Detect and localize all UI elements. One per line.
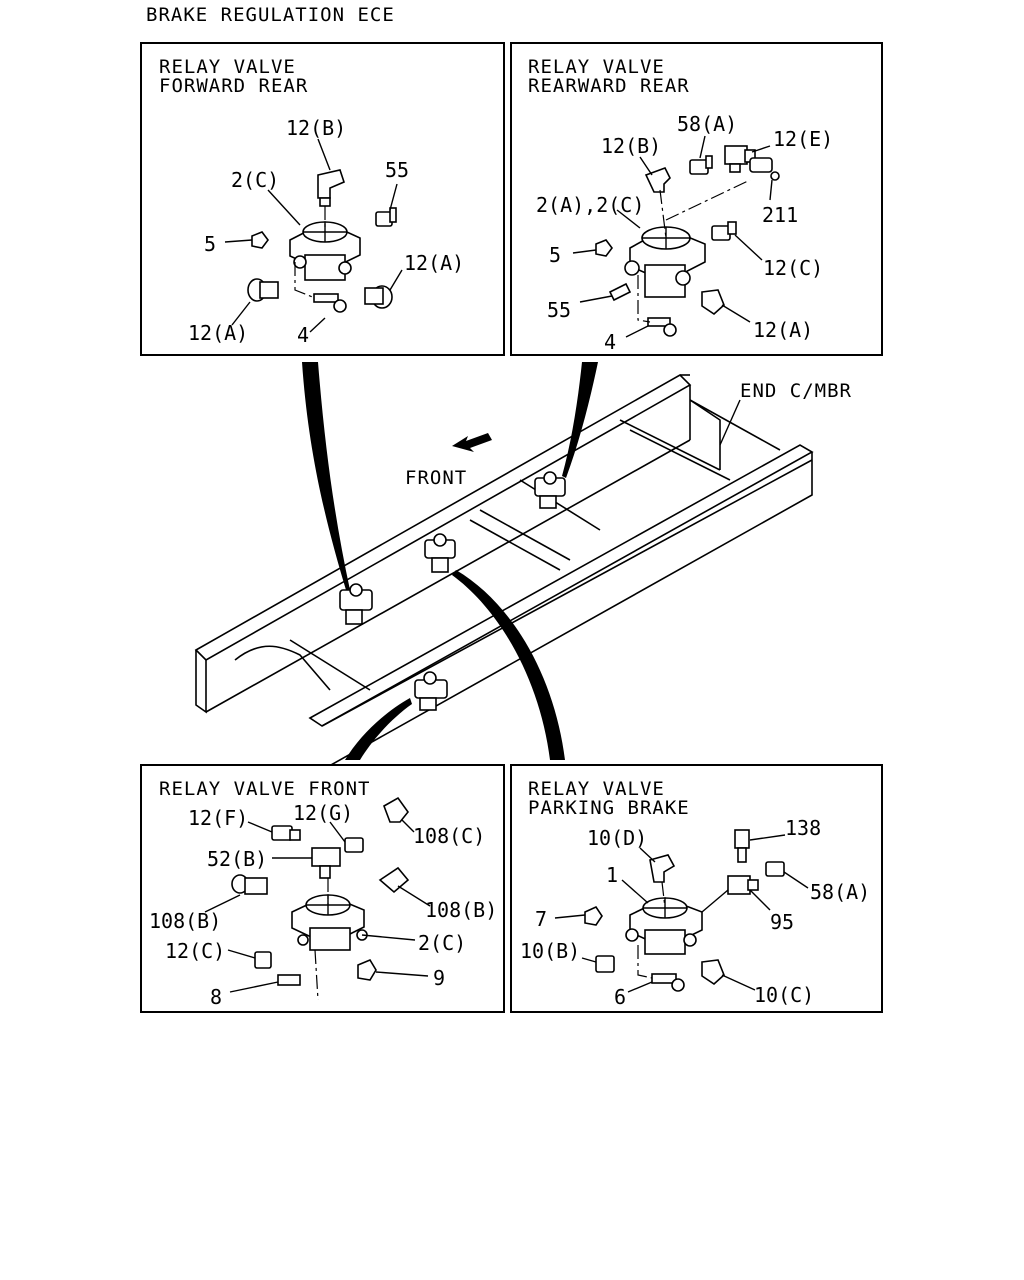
plug-58a (765, 861, 785, 877)
label-108c: 108(C) (413, 824, 485, 848)
panel-rearward-rear: RELAY VALVE REARWARD REAR (510, 42, 883, 356)
panel-title-line1: RELAY VALVE FRONT (159, 778, 370, 800)
panel-parking-brake: RELAY VALVE PARKING BRAKE (510, 764, 883, 1013)
nut-5 (251, 231, 269, 249)
callout-wedge-rearward-rear (562, 362, 598, 478)
plug-55 (608, 282, 632, 302)
fitting-10b (595, 955, 615, 973)
label-12c: 12(C) (763, 256, 823, 280)
end-cross-member-label: END C/MBR (740, 380, 852, 402)
frame-valve-rear (534, 471, 566, 509)
label-10b: 10(B) (520, 939, 580, 963)
panel-title-line2: PARKING BRAKE (528, 797, 690, 819)
label-6: 6 (614, 985, 626, 1009)
page-title: BRAKE REGULATION ECE (146, 4, 395, 26)
plug-138 (734, 829, 750, 863)
label-12e: 12(E) (773, 127, 833, 151)
label-108b-right: 108(B) (425, 898, 497, 922)
nut-5 (595, 239, 613, 257)
fitting-12c (254, 951, 272, 969)
label-10c: 10(C) (754, 983, 814, 1007)
label-1: 1 (606, 863, 618, 887)
frame-valve-forward (339, 583, 373, 625)
label-12c: 12(C) (165, 939, 225, 963)
chassis-frame (194, 374, 814, 771)
label-8: 8 (210, 985, 222, 1009)
plug-55 (375, 207, 397, 227)
label-108b-left: 108(B) (149, 909, 221, 933)
label-12a-right: 12(A) (404, 251, 464, 275)
plug-12g (344, 837, 364, 853)
bolt-4 (313, 293, 347, 313)
bolt-6 (651, 973, 685, 992)
label-138: 138 (785, 816, 821, 840)
label-12a-left: 12(A) (188, 321, 248, 345)
bolt-8 (277, 974, 301, 986)
label-5: 5 (549, 243, 561, 267)
label-211: 211 (762, 203, 798, 227)
front-label: FRONT (405, 467, 467, 489)
panel-title-line1: RELAY VALVE (528, 778, 665, 800)
nut-7 (584, 905, 603, 926)
label-5: 5 (204, 232, 216, 256)
elbow-fitting-12a (701, 289, 725, 316)
elbow-fitting-10d (649, 854, 676, 883)
label-58a: 58(A) (677, 112, 737, 136)
panel-title-line1: RELAY VALVE (159, 56, 296, 78)
label-58a: 58(A) (810, 880, 870, 904)
elbow-fitting-108c (383, 796, 410, 823)
plug-58a (689, 155, 713, 175)
fitting-12a-left (247, 278, 279, 302)
panel-title-line1: RELAY VALVE (528, 56, 665, 78)
label-12b: 12(B) (286, 116, 346, 140)
relay-valve-body (624, 226, 706, 298)
label-55: 55 (547, 298, 571, 322)
tee-fitting-52b (311, 847, 341, 879)
elbow-fitting-12b (317, 169, 345, 207)
fitting-12a-right (364, 285, 393, 309)
label-52b: 52(B) (207, 847, 267, 871)
front-arrow-icon (452, 433, 492, 452)
label-12g: 12(G) (293, 801, 353, 825)
label-4: 4 (297, 323, 309, 347)
label-12b: 12(B) (601, 134, 661, 158)
relay-valve-body (625, 897, 703, 955)
label-2c: 2(C) (418, 931, 466, 955)
panel-title-line2: FORWARD REAR (159, 75, 308, 97)
label-55: 55 (385, 158, 409, 182)
fitting-108b-right (378, 866, 410, 894)
fitting-12f (271, 825, 301, 841)
nut-9 (357, 958, 377, 981)
elbow-fitting-10c (701, 959, 725, 986)
label-12f: 12(F) (188, 806, 248, 830)
panel-forward-rear: RELAY VALVE FORWARD REAR (140, 42, 505, 356)
label-2c: 2(C) (231, 168, 279, 192)
fitting-108b-left (231, 874, 268, 895)
label-7: 7 (535, 907, 547, 931)
callout-wedge-forward-rear (302, 362, 350, 590)
label-2a-2c: 2(A),2(C) (536, 193, 644, 217)
sensor-211 (749, 157, 780, 181)
frame-valve-front (414, 671, 448, 711)
callout-wedge-parking (452, 570, 565, 760)
label-12a: 12(A) (753, 318, 813, 342)
frame-valve-middle (424, 533, 456, 573)
callout-wedge-front (345, 698, 412, 760)
panel-title-line2: REARWARD REAR (528, 75, 690, 97)
panel-front: RELAY VALVE FRONT (140, 764, 505, 1013)
label-95: 95 (770, 910, 794, 934)
relay-valve-body (289, 221, 361, 281)
label-10d: 10(D) (587, 826, 647, 850)
label-4: 4 (604, 330, 616, 354)
tee-fitting-95 (727, 875, 759, 895)
fitting-12c (711, 221, 737, 241)
label-9: 9 (433, 966, 445, 990)
